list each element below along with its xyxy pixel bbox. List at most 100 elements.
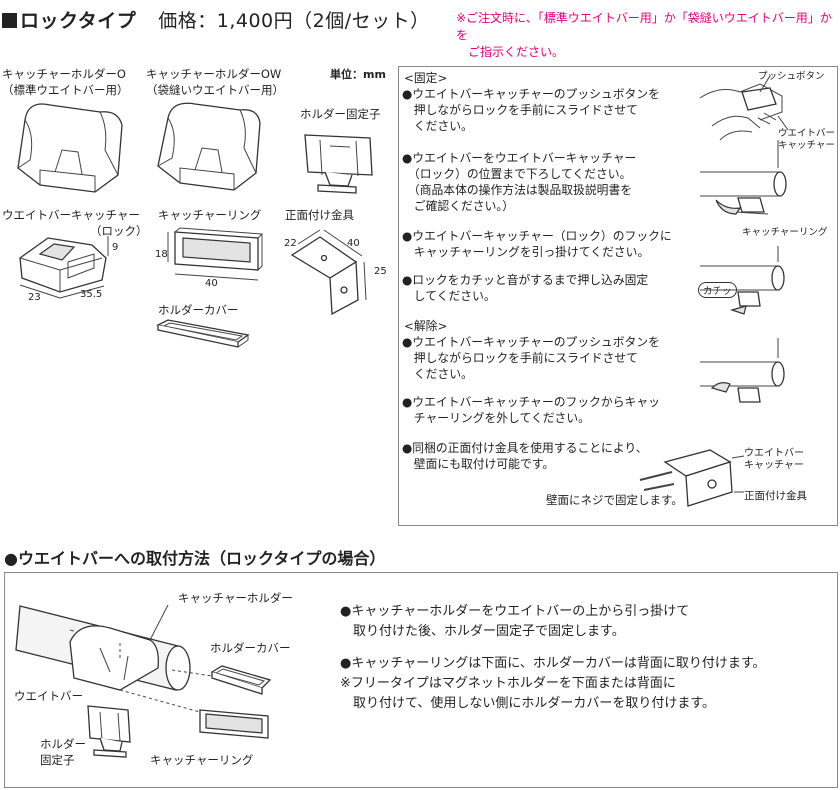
catcher-holder-o-drawing <box>17 103 123 193</box>
dim-bracket-25: 25 <box>374 266 387 277</box>
wall-mount-drawing <box>639 449 745 507</box>
fix-heading: <固定> <box>404 71 448 85</box>
holder-cover-drawing <box>156 319 250 348</box>
bar-lowering-drawing <box>700 140 787 215</box>
release-step-2-line: ●ウエイトバーキャッチャーのフックからキャッ <box>402 395 660 409</box>
label-holder-cover: ホルダーカバー <box>210 641 291 655</box>
fix-step-1-line: 押しながらロックを手前にスライドさせて <box>402 103 638 117</box>
mounting-text-line: ●キャッチャーホルダーをウエイトバーの上から引っ掛けて <box>340 604 690 619</box>
dim-catcher-35: 35.5 <box>80 289 103 300</box>
fix-step-1-line: ●ウエイトバーキャッチャーのプッシュボタンを <box>402 87 660 101</box>
fix-step-2: ●ウエイトバーをウエイトバーキャッチャー （ロック）の位置まで下ろしてください。… <box>402 150 636 214</box>
catcher-ring-label: キャッチャーリング <box>158 208 262 222</box>
front-bracket-drawing <box>290 229 367 316</box>
holder-cover-drawing-2 <box>210 665 272 695</box>
release-step-3: ●同梱の正面付け金具を使用することにより、 壁面にも取付け可能です。 <box>402 440 648 472</box>
weight-bar-catcher-sub: （ロック） <box>90 224 148 238</box>
release-step-1: ●ウエイトバーキャッチャーのプッシュボタンを 押しながらロックを手前にスライドさ… <box>402 334 660 382</box>
release-step-2-line: チャーリングを外してください。 <box>402 411 590 425</box>
callout-front-bracket: 正面付け金具 <box>744 490 807 502</box>
order-note-line2: ご指示ください。 <box>468 45 565 59</box>
fix-step-3-line: ●ウエイトバーキャッチャー（ロック）のフックに <box>402 229 672 243</box>
weight-bar-catcher-name: ウエイトバーキャッチャー <box>2 208 140 222</box>
fix-step-4: ●ロックをカチッと音がするまで押し込み固定 してください。 <box>402 272 648 304</box>
catcher-holder-drawing <box>69 604 169 691</box>
label-holder-fixer-line: ホルダー <box>40 737 86 751</box>
section-title: ●ウエイトバーへの取付方法（ロックタイプの場合） <box>4 549 386 568</box>
mounting-text-line: 取り付けて、使用しない側にホルダーカバーを取り付けます。 <box>340 696 716 711</box>
callout-push-button: プッシュボタン <box>758 71 825 82</box>
label-weight-bar: ウエイトバー <box>14 689 83 703</box>
callout-catcher-ring: キャッチャーリング <box>742 227 828 238</box>
fix-step-3-line: キャッチャーリングを引っ掛けてください。 <box>402 245 650 259</box>
label-holder-fixer: ホルダー 固定子 <box>40 736 86 768</box>
catcher-ring-drawing-2 <box>199 709 269 739</box>
weight-bar-catcher-drawing <box>19 236 109 299</box>
catcher-holder-ow-sub: （袋縫いウエイトバー用） <box>146 83 284 97</box>
catcher-holder-ow-name: キャッチャーホルダーOW <box>146 67 282 81</box>
holder-fixer-drawing <box>304 134 373 194</box>
dim-ring-40: 40 <box>205 278 218 289</box>
fix-step-1: ●ウエイトバーキャッチャーのプッシュボタンを 押しながらロックを手前にスライドさ… <box>402 86 660 134</box>
release-step-3-line: ●同梱の正面付け金具を使用することにより、 <box>402 441 648 455</box>
square-bullet-icon <box>2 13 17 28</box>
bar-release-drawing <box>700 338 785 403</box>
holder-cover-label: ホルダーカバー <box>158 303 239 317</box>
fix-step-2-line: （商品本体の操作方法は製品取扱説明書を <box>402 183 633 197</box>
catcher-holder-o-sub: （標準ウエイトバー用） <box>2 83 129 97</box>
callout-wall-screw: 壁面にネジで固定します。 <box>546 493 683 507</box>
holder-fixer-drawing-2 <box>87 705 131 758</box>
fix-step-2-line: ●ウエイトバーをウエイトバーキャッチャー <box>402 151 637 165</box>
label-catcher-ring: キャッチャーリング <box>150 753 254 767</box>
dim-bracket-22: 22 <box>284 238 297 249</box>
dim-bracket-40: 40 <box>347 238 360 249</box>
label-holder-fixer-line: 固定子 <box>40 753 75 767</box>
mounting-text-line: 取り付けた後、ホルダー固定子で固定します。 <box>340 624 625 639</box>
dim-ring-18: 18 <box>155 249 168 260</box>
panel-illustrations <box>639 75 789 507</box>
callout-wb-catcher-2: ウエイトバー キャッチャー <box>744 448 804 472</box>
order-note-line1: ※ご注文時に、「標準ウエイトバー用」か「袋縫いウエイトバー用」かを <box>456 11 832 42</box>
weight-bar-catcher-label: ウエイトバーキャッチャー （ロック） <box>2 207 148 239</box>
instruction-panel <box>398 66 838 526</box>
unit-label: 単位：mm <box>330 68 386 81</box>
mounting-text: ●キャッチャーホルダーをウエイトバーの上から引っ掛けて 取り付けた後、ホルダー固… <box>340 602 766 714</box>
parts-illustrations <box>17 102 373 348</box>
label-catcher-holder: キャッチャーホルダー <box>178 591 293 605</box>
catcher-holder-o-name: キャッチャーホルダーO <box>2 67 126 81</box>
release-step-2: ●ウエイトバーキャッチャーのフックからキャッ チャーリングを外してください。 <box>402 394 660 426</box>
fix-step-3: ●ウエイトバーキャッチャー（ロック）のフックに キャッチャーリングを引っ掛けてく… <box>402 228 672 260</box>
front-bracket-label: 正面付け金具 <box>285 208 354 222</box>
mount-arrows <box>119 640 213 713</box>
callout-wb-catcher-2-line: ウエイトバー <box>744 448 804 459</box>
mounting-text-line: ※フリータイプはマグネットホルダーを下面または背面に <box>340 676 676 691</box>
mounting-illustration <box>15 604 272 758</box>
page-title: ロックタイプ価格：1,400円（2個/セット） <box>2 6 430 33</box>
holder-fixer-label: ホルダー固定子 <box>300 107 381 121</box>
release-step-1-line: ●ウエイトバーキャッチャーのプッシュボタンを <box>402 335 660 349</box>
dim-catcher-23: 23 <box>28 292 41 303</box>
order-note: ※ご注文時に、「標準ウエイトバー用」か「袋縫いウエイトバー用」かを ご指示くださ… <box>456 10 836 61</box>
fix-step-4-line: ●ロックをカチッと音がするまで押し込み固定 <box>402 273 649 287</box>
dim-catcher-9: 9 <box>112 242 119 253</box>
push-button-drawing <box>699 75 789 141</box>
catcher-ring-drawing <box>167 227 264 281</box>
catcher-holder-ow-label: キャッチャーホルダーOW （袋縫いウエイトバー用） <box>146 66 284 98</box>
callout-wb-catcher-line: ウエイトバー <box>778 128 836 139</box>
fix-step-4-line: してください。 <box>402 289 496 303</box>
release-step-1-line: ください。 <box>402 367 473 381</box>
release-step-3-line: 壁面にも取付け可能です。 <box>402 457 555 471</box>
catcher-holder-o-label: キャッチャーホルダーO （標準ウエイトバー用） <box>2 66 129 98</box>
callout-wb-catcher-2-line: キャッチャー <box>744 460 804 471</box>
callout-wb-catcher: ウエイトバー キャッチャー <box>778 128 835 152</box>
fix-step-2-line: （ロック）の位置まで下ろしてください。 <box>402 167 632 181</box>
callout-wb-catcher-line: キャッチャー <box>778 140 835 151</box>
catcher-holder-ow-drawing <box>157 102 261 191</box>
mounting-text-line: ●キャッチャーリングは下面に、ホルダーカバーは背面に取り付けます。 <box>340 656 766 671</box>
release-heading: <解除> <box>404 319 448 333</box>
title-text: ロックタイプ <box>20 10 137 32</box>
price-text: 価格：1,400円（2個/セット） <box>158 10 430 32</box>
bar-click-drawing <box>700 246 785 315</box>
fix-step-2-line: ご確認ください。） <box>402 199 515 213</box>
mounting-panel <box>4 572 838 788</box>
